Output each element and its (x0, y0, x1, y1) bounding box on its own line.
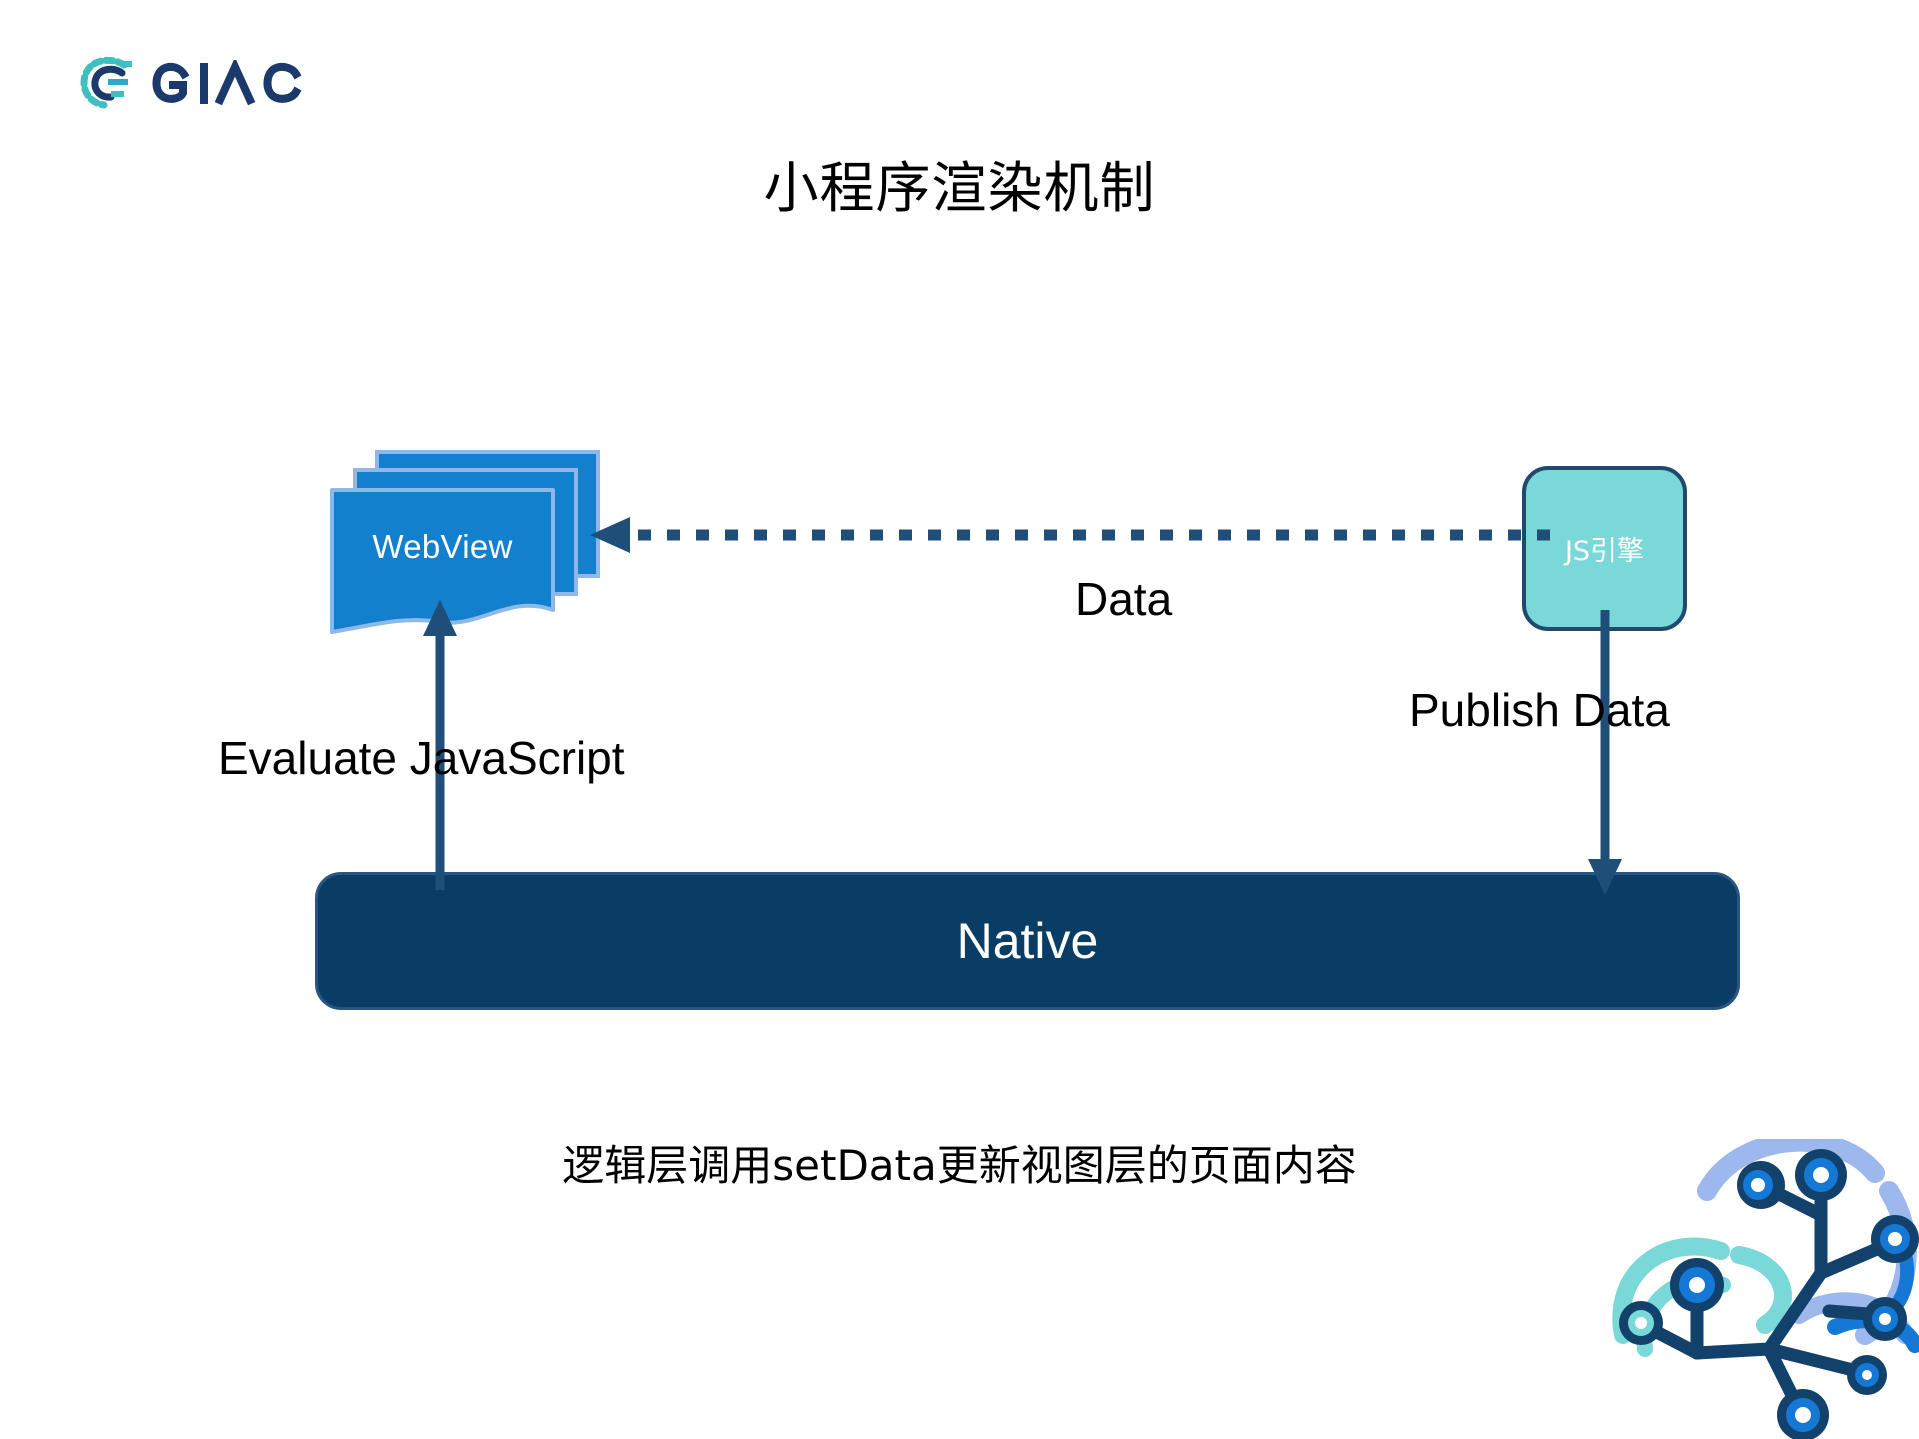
page-title: 小程序渲染机制 (763, 156, 1156, 220)
connector-data (590, 517, 1550, 553)
node-webview[interactable]: WebView (330, 450, 600, 634)
connector-publish-data (1588, 610, 1622, 895)
native-label: Native (956, 913, 1099, 969)
connector-label-data: Data (1075, 573, 1173, 625)
connector-label-publish-data: Publish Data (1409, 684, 1670, 736)
giac-logo-mark-icon (78, 55, 140, 111)
giac-logo (78, 52, 338, 114)
connector-label-evaluate-javascript: Evaluate JavaScript (218, 732, 625, 784)
slide-caption: 逻辑层调用setData更新视图层的页面内容 (562, 1141, 1357, 1190)
node-js-engine[interactable]: JS引擎 (1522, 466, 1687, 631)
node-native[interactable]: Native (315, 872, 1740, 1010)
giac-wordmark (146, 57, 336, 106)
js-engine-label: JS引擎 (1564, 536, 1645, 567)
connector-evaluate-javascript (423, 600, 457, 890)
